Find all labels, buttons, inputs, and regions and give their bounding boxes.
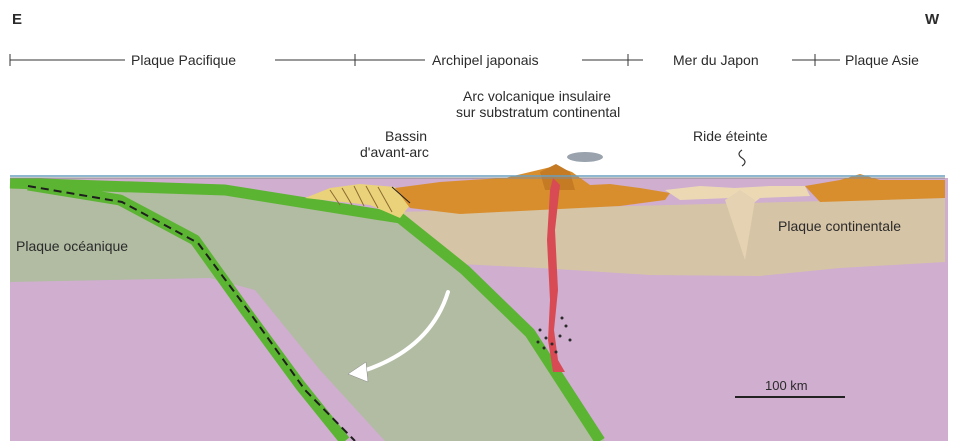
region-mer: Mer du Japon <box>673 52 759 68</box>
region-pacific: Plaque Pacifique <box>131 52 236 68</box>
label-arc-line2: sur substratum continental <box>456 104 620 120</box>
label-arc-line1: Arc volcanique insulaire <box>463 88 611 104</box>
label-bassin-line1: Bassin <box>385 128 427 144</box>
scale-label: 100 km <box>765 378 808 394</box>
label-plaque-continentale: Plaque continentale <box>778 218 901 234</box>
label-plaque-oceanique: Plaque océanique <box>16 238 128 254</box>
region-archipel: Archipel japonais <box>432 52 539 68</box>
label-bassin-line2: d'avant-arc <box>360 144 429 160</box>
direction-west: W <box>925 12 939 28</box>
region-asie: Plaque Asie <box>845 52 919 68</box>
direction-east: E <box>12 12 22 28</box>
label-ride: Ride éteinte <box>693 128 768 144</box>
ride-pointer <box>739 150 745 166</box>
volcanic-plume <box>567 152 603 162</box>
